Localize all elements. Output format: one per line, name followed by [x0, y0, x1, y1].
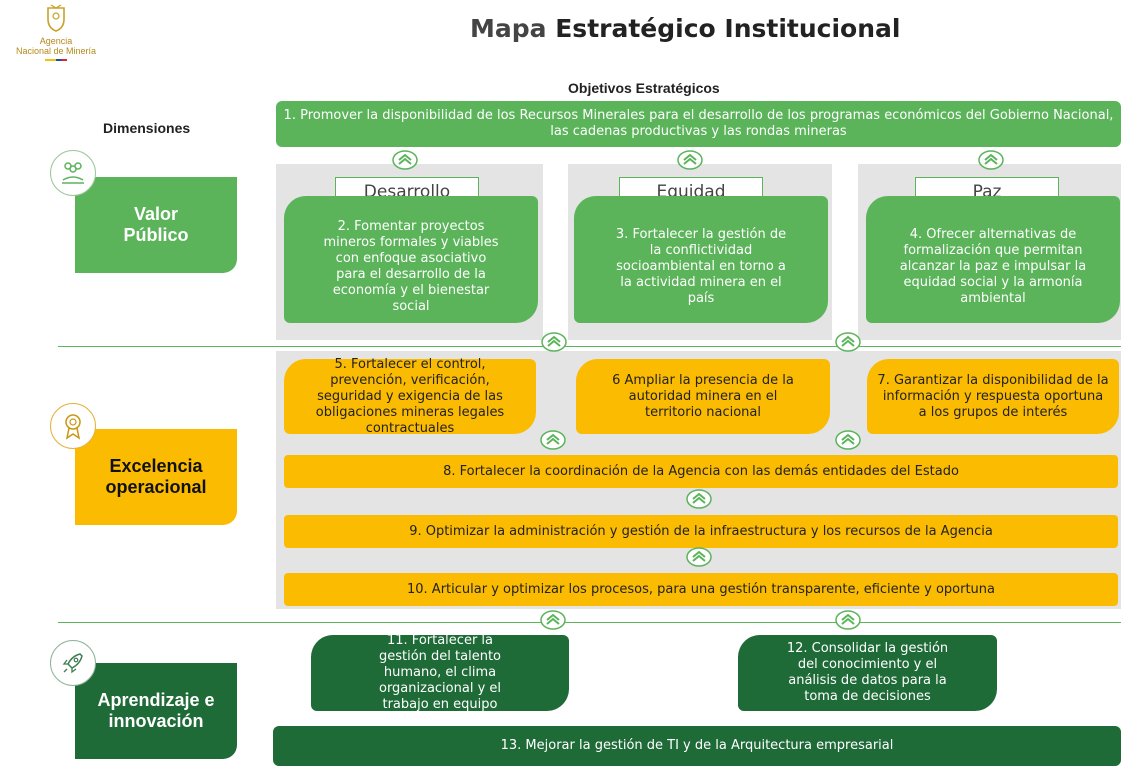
- dimension-aprendizaje-icon-circle: [50, 640, 96, 686]
- objective-12: 12. Consolidar la gestión del conocimien…: [738, 635, 997, 711]
- objective-6: 6 Ampliar la presencia de la autoridad m…: [576, 359, 830, 434]
- separator-line-2: [58, 622, 1121, 623]
- objective-8: 8. Fortalecer la coordinación de la Agen…: [284, 455, 1118, 488]
- chevron-up-icon: [835, 332, 861, 352]
- title-part-1: Mapa: [470, 14, 547, 43]
- rocket-icon: [62, 653, 83, 674]
- chevron-up-icon: [540, 610, 566, 630]
- page-title: Mapa Estratégico Institucional: [470, 14, 900, 43]
- agency-logo: Agencia Nacional de Minería: [0, 2, 112, 64]
- award-ribbon-icon: [65, 414, 81, 440]
- dimension-valor-publico: Valor Público: [75, 177, 237, 273]
- logo-line-2: Nacional de Minería: [15, 46, 97, 56]
- dimensions-header: Dimensiones: [103, 120, 191, 136]
- objective-5: 5. Fortalecer el control, prevención, ve…: [284, 357, 536, 436]
- chevron-up-icon: [392, 150, 418, 170]
- objectives-header: Objetivos Estratégicos: [568, 80, 720, 96]
- chevron-up-icon: [540, 430, 566, 450]
- objective-13: 13. Mejorar la gestión de TI y de la Arq…: [273, 726, 1121, 766]
- chevron-up-icon: [686, 547, 712, 567]
- coat-of-arms-icon: [47, 4, 65, 32]
- objective-4: 4. Ofrecer alternativas de formalización…: [866, 196, 1120, 323]
- chevron-up-icon: [835, 610, 861, 630]
- dimension-excelencia-operacional: Excelencia operacional: [75, 429, 237, 525]
- chevron-up-icon: [835, 430, 861, 450]
- separator-line-1: [58, 346, 1121, 347]
- dimension-excelencia-icon-circle: [50, 403, 96, 449]
- objective-1: 1. Promover la disponibilidad de los Rec…: [276, 101, 1121, 147]
- objective-9: 9. Optimizar la administración y gestión…: [284, 515, 1118, 548]
- dimension-valor-publico-icon-circle: [50, 150, 96, 196]
- title-part-2: Estratégico Institucional: [555, 14, 901, 43]
- people-hand-icon: [62, 162, 84, 184]
- flag-bar: [45, 59, 67, 61]
- objective-2: 2. Fomentar proyectos mineros formales y…: [284, 196, 538, 323]
- chevron-up-icon: [541, 332, 567, 352]
- logo-line-1: Agencia: [39, 36, 73, 46]
- chevron-up-icon: [978, 150, 1004, 170]
- objective-10: 10. Articular y optimizar los procesos, …: [284, 573, 1118, 606]
- chevron-up-icon: [677, 150, 703, 170]
- dimension-aprendizaje-innovacion: Aprendizaje e innovación: [75, 663, 237, 759]
- objective-3: 3. Fortalecer la gestión de la conflicti…: [574, 196, 828, 323]
- chevron-up-icon: [686, 489, 712, 509]
- objective-11: 11. Fortalecer la gestión del talento hu…: [311, 633, 569, 712]
- objective-7: 7. Garantizar la disponibilidad de la in…: [867, 359, 1119, 434]
